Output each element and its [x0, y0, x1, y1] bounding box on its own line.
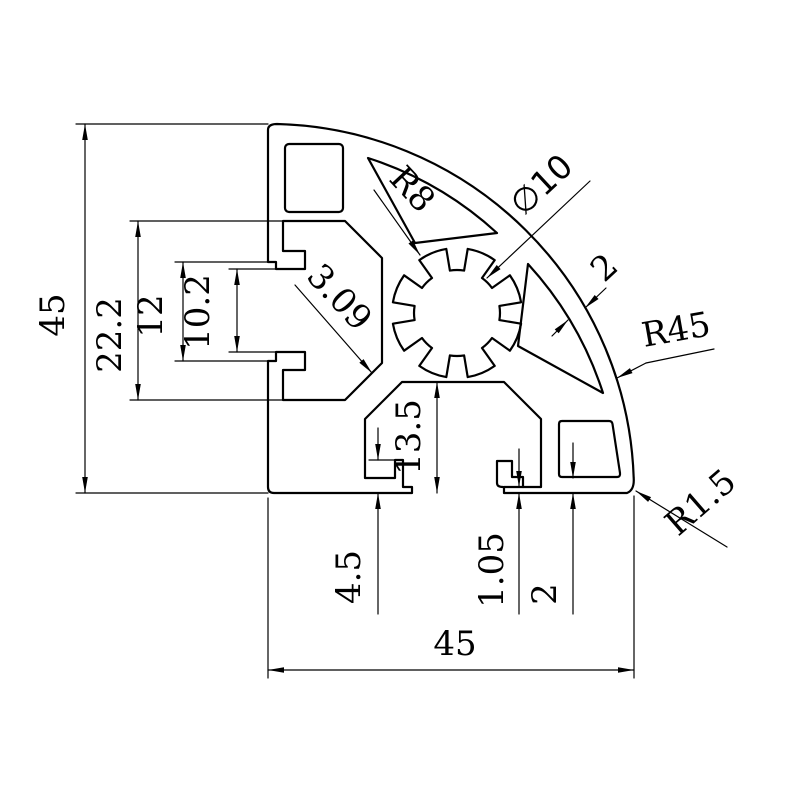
profile-outline	[266, 122, 635, 495]
arrowhead	[268, 667, 284, 673]
dim-bottom-wall-thickness: 2	[525, 583, 565, 605]
arrowhead	[636, 491, 652, 502]
upper-triangle-cavity	[366, 156, 499, 245]
arrowhead	[570, 493, 576, 509]
dim-overall-height: 45	[33, 293, 73, 336]
arrowhead	[234, 336, 240, 352]
dim-slot-opening-width: 10.2	[178, 274, 218, 350]
dimension-line	[645, 348, 715, 364]
arrowhead	[375, 493, 381, 509]
arrowhead	[82, 124, 88, 140]
arrowhead	[617, 368, 633, 378]
dimension-arrowheads	[82, 124, 652, 673]
dimension-lines	[75, 123, 728, 679]
bottom-slot-hook	[495, 459, 525, 489]
arrowhead	[82, 477, 88, 493]
arrowhead	[434, 382, 440, 398]
dimension-line	[635, 490, 728, 548]
arrowhead	[135, 221, 141, 237]
center-spline-bore	[391, 247, 523, 379]
dimension-line	[486, 180, 591, 279]
dim-bore-diameter: ∅10	[502, 146, 580, 223]
dim-flange-thickness: 1.05	[472, 532, 512, 608]
arrowhead	[554, 320, 568, 334]
dim-lip-height: 4.5	[329, 550, 369, 604]
dim-arc-wall-thickness: 2	[583, 246, 626, 290]
arrowhead	[516, 493, 522, 509]
arrowhead	[408, 240, 420, 255]
bottom-right-square-cavity	[557, 419, 622, 479]
arrowhead	[585, 294, 599, 308]
arrowhead	[180, 262, 186, 278]
arrowhead	[375, 444, 381, 460]
arrowhead	[359, 359, 372, 373]
arrowhead	[180, 345, 186, 361]
dim-slot-cavity-width: 22.2	[90, 297, 130, 373]
arrowhead	[135, 384, 141, 400]
dim-slot-mouth-width: 12	[131, 294, 171, 337]
profile-section	[266, 122, 635, 495]
dim-outer-radius: R45	[639, 304, 714, 355]
top-left-square-cavity	[283, 142, 345, 214]
arrowhead	[434, 477, 440, 493]
arrowhead	[516, 471, 522, 487]
dimension-line	[294, 284, 373, 374]
arrowhead	[487, 264, 501, 278]
arrowhead	[618, 667, 634, 673]
dimension-labels: 45 22.2 12 10.2 3.09 R8 ∅10 2 R45 R1.5 1…	[33, 146, 744, 664]
arrowhead	[570, 462, 576, 478]
right-triangle-cavity	[516, 262, 605, 395]
dim-overall-width: 45	[433, 624, 476, 664]
dim-bottom-cavity-depth: 13.5	[389, 399, 429, 475]
dim-web-thickness: 3.09	[299, 256, 380, 339]
arrowhead	[234, 269, 240, 285]
dim-spline-radius: R8	[381, 159, 442, 221]
